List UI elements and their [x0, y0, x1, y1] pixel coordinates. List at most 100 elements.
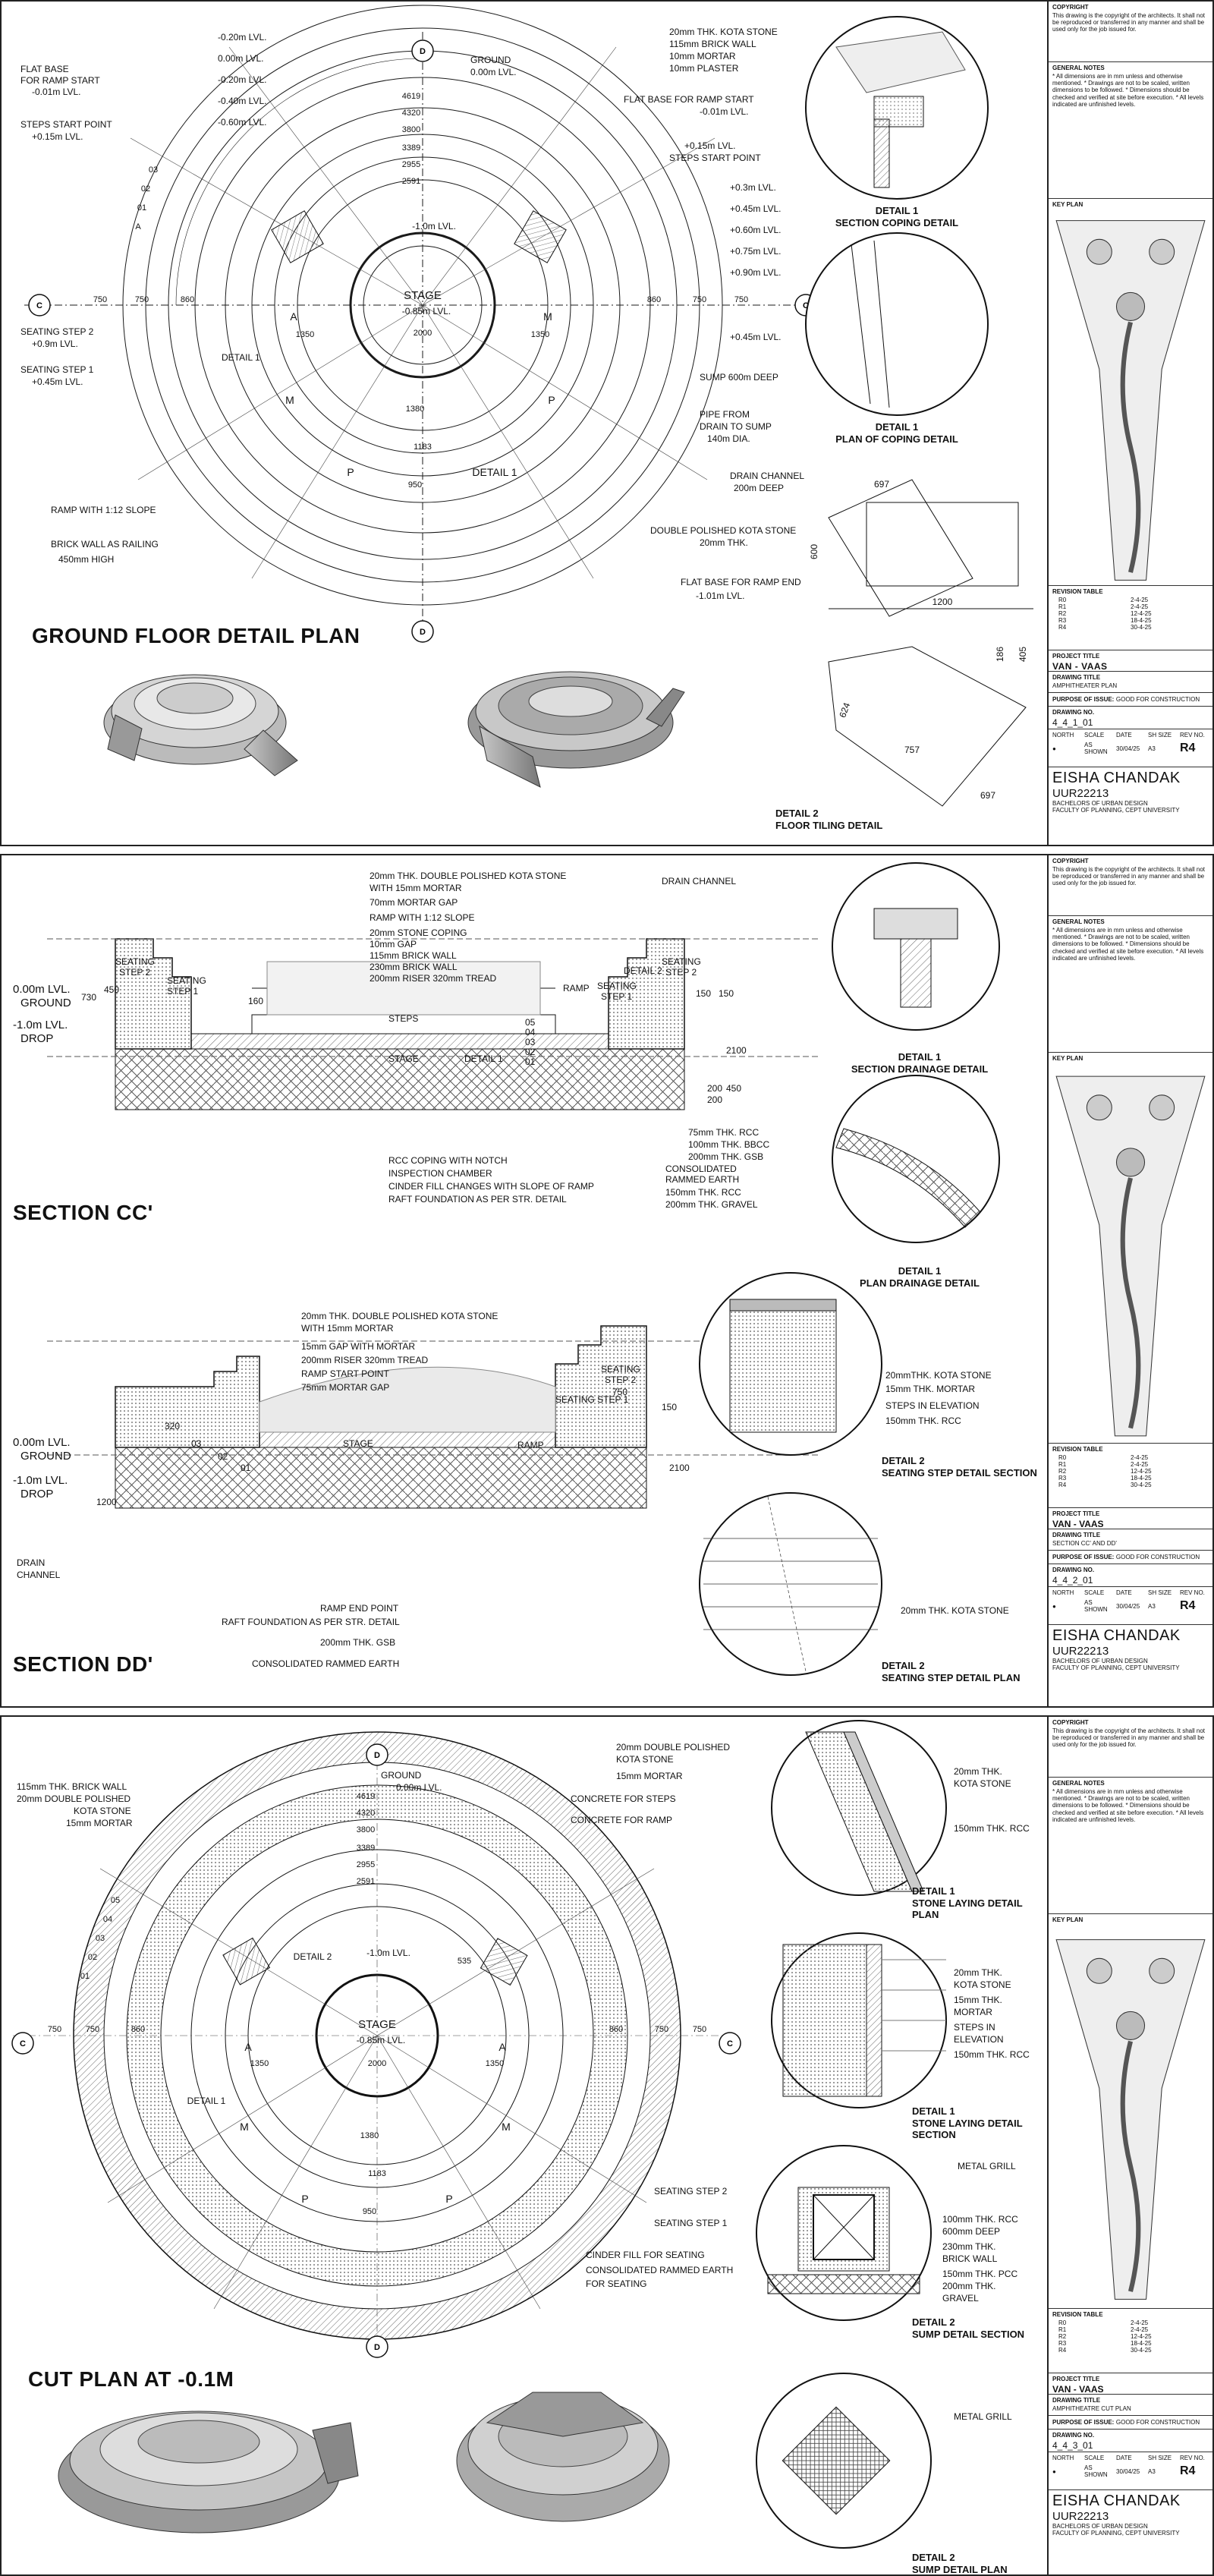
svg-text:697: 697: [980, 790, 995, 801]
key-plan-map: [1055, 1939, 1206, 2300]
massing-view-left: [103, 674, 298, 776]
svg-text:750: 750: [48, 2025, 61, 2034]
sheet-title-cut-plan: CUT PLAN AT -0.1M: [28, 2367, 234, 2391]
svg-text:757: 757: [904, 745, 920, 755]
sheet-title-section-dd: SECTION DD': [13, 1652, 153, 1676]
svg-text:A: A: [498, 2041, 506, 2053]
svg-text:03: 03: [96, 1934, 105, 1943]
svg-text:3800: 3800: [357, 1825, 375, 1834]
svg-text:A: A: [135, 222, 141, 231]
svg-text:535: 535: [458, 1957, 471, 1966]
svg-text:P: P: [347, 466, 354, 478]
stage-level: -0.85m LVL.: [402, 306, 451, 316]
floor-tiling-detail: [828, 479, 1033, 807]
svg-text:950: 950: [408, 480, 422, 490]
svg-text:C: C: [727, 2039, 733, 2049]
svg-text:02: 02: [141, 184, 150, 194]
svg-text:4320: 4320: [402, 109, 420, 118]
svg-text:02: 02: [88, 1953, 97, 1962]
svg-text:1200: 1200: [933, 597, 953, 607]
sheet-title-ground-floor: GROUND FLOOR DETAIL PLAN: [32, 624, 360, 647]
svg-text:3389: 3389: [357, 1844, 375, 1853]
svg-text:STAGE: STAGE: [358, 2018, 396, 2031]
section-marker-d-top: D: [420, 47, 426, 56]
svg-text:DETAIL 2: DETAIL 2: [294, 1951, 332, 1962]
svg-text:P: P: [301, 2193, 308, 2205]
svg-text:186: 186: [995, 647, 1005, 662]
svg-text:1380: 1380: [406, 405, 424, 414]
svg-text:A: A: [244, 2041, 252, 2053]
section-marker-d-bottom: D: [420, 628, 426, 637]
svg-text:624: 624: [837, 701, 852, 720]
section-marker-c-right: C: [803, 301, 809, 310]
svg-text:3389: 3389: [402, 143, 420, 153]
svg-text:750: 750: [693, 2025, 706, 2034]
svg-text:2591: 2591: [402, 177, 420, 186]
svg-text:860: 860: [131, 2025, 145, 2034]
cut-massing-left: [58, 2411, 359, 2533]
svg-text:2955: 2955: [357, 1860, 375, 1869]
sections-drawing: [47, 862, 1000, 1676]
massing-view-right: [467, 671, 685, 788]
svg-text:1350: 1350: [296, 330, 314, 339]
svg-text:1350: 1350: [250, 2059, 269, 2068]
svg-text:950: 950: [363, 2207, 376, 2216]
north-arrow-icon: ●: [1052, 1602, 1056, 1610]
svg-text:01: 01: [137, 203, 146, 213]
svg-text:1183: 1183: [414, 442, 432, 452]
coping-section-detail: [805, 16, 989, 200]
svg-text:1350: 1350: [486, 2059, 504, 2068]
stage-label: STAGE: [404, 289, 442, 302]
svg-text:860: 860: [647, 295, 661, 304]
svg-text:M: M: [502, 2121, 511, 2133]
section-marker-c-left: C: [36, 301, 42, 310]
svg-text:2955: 2955: [402, 160, 420, 169]
svg-text:DETAIL 1: DETAIL 1: [472, 466, 517, 478]
svg-text:-1.0m LVL.: -1.0m LVL.: [366, 1948, 410, 1958]
svg-text:750: 750: [93, 295, 107, 304]
svg-text:2000: 2000: [368, 2059, 386, 2068]
sheet-title-section-cc: SECTION CC': [13, 1201, 153, 1224]
svg-text:750: 750: [655, 2025, 668, 2034]
svg-text:01: 01: [80, 1972, 90, 1981]
svg-text:D: D: [374, 1751, 380, 1760]
svg-text:05: 05: [111, 1896, 120, 1905]
svg-text:DETAIL 1: DETAIL 1: [187, 2096, 226, 2106]
svg-text:1380: 1380: [360, 2131, 379, 2140]
svg-text:750: 750: [693, 295, 706, 304]
sheet-ground-floor: C C D D 4619 4320 3800 3389 2955 2591 20…: [0, 0, 1214, 846]
key-plan-map: [1055, 1075, 1206, 1437]
stage-drop-level: -1.0m LVL.: [412, 221, 456, 231]
cut-massing-right: [456, 2392, 670, 2522]
svg-text:750: 750: [734, 295, 748, 304]
svg-text:C: C: [20, 2039, 26, 2049]
sheet-sections: SECTION CC' SECTION DD' 0.00m LVL. GROUN…: [0, 854, 1214, 1708]
svg-text:2591: 2591: [357, 1877, 375, 1886]
svg-text:600: 600: [809, 544, 819, 559]
svg-text:M: M: [543, 310, 552, 323]
north-arrow-icon: ●: [1052, 2467, 1056, 2475]
svg-text:P: P: [548, 394, 555, 406]
coping-plan-detail: [805, 232, 989, 416]
svg-text:1350: 1350: [531, 330, 549, 339]
svg-text:405: 405: [1017, 647, 1028, 662]
svg-text:A: A: [290, 310, 297, 323]
sheet-cut-plan: C C D D 4619 4320 3800 3389 2955 2591 20…: [0, 1715, 1214, 2576]
north-arrow-icon: ●: [1052, 745, 1056, 752]
svg-text:P: P: [445, 2193, 452, 2205]
svg-text:860: 860: [181, 295, 194, 304]
svg-text:697: 697: [874, 479, 889, 490]
svg-text:D: D: [374, 2343, 380, 2352]
svg-text:-0.85m LVL.: -0.85m LVL.: [357, 2035, 405, 2045]
svg-text:04: 04: [103, 1915, 112, 1924]
svg-text:03: 03: [149, 165, 158, 175]
svg-text:4619: 4619: [402, 92, 420, 101]
svg-text:3800: 3800: [402, 125, 420, 134]
svg-text:4619: 4619: [357, 1792, 375, 1801]
cut-plan-drawing: C C D D 4619 4320 3800 3389 2955 2591 20…: [11, 1720, 947, 2549]
svg-text:860: 860: [609, 2025, 623, 2034]
svg-text:2000: 2000: [414, 329, 432, 338]
